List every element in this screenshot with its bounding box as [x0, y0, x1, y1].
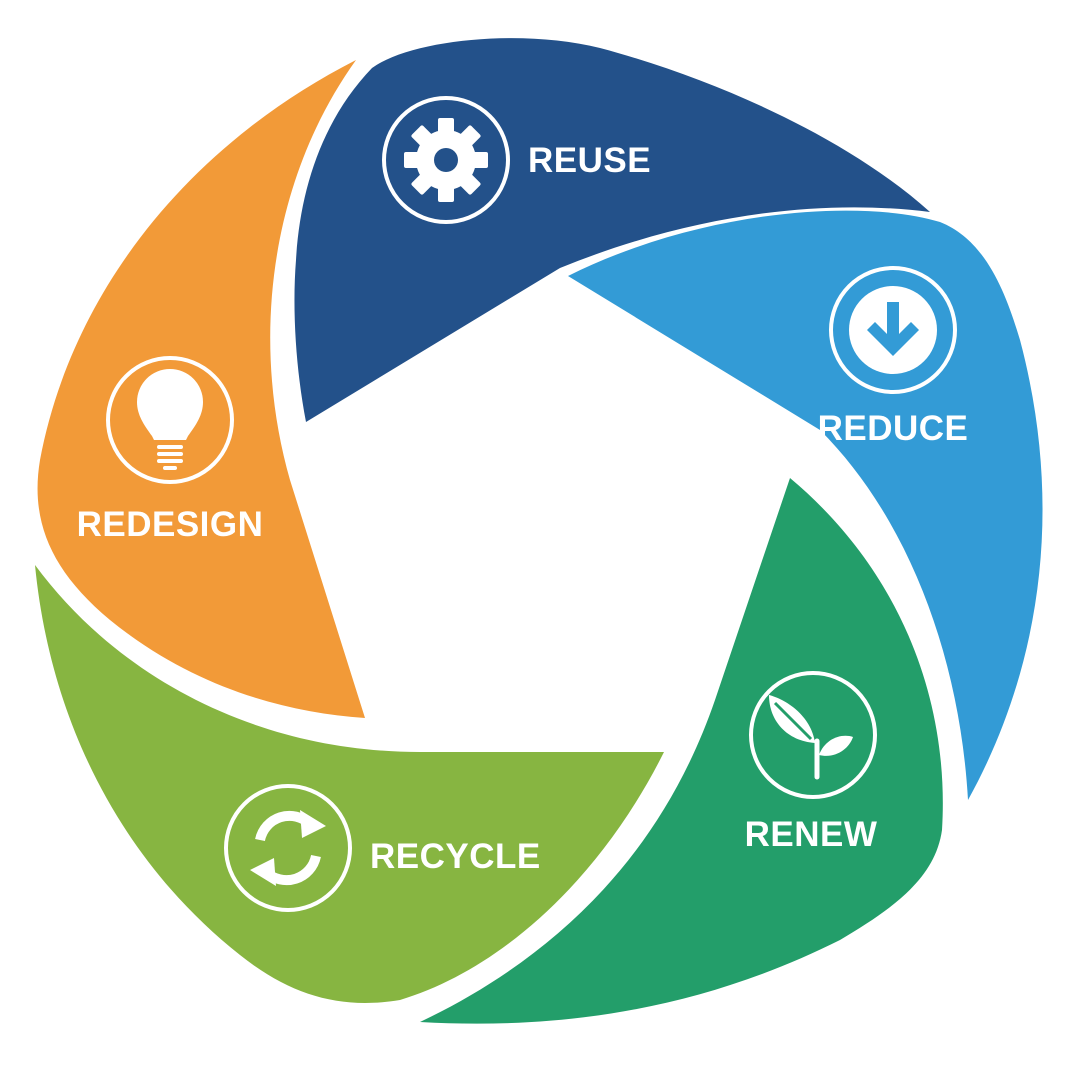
segment-redesign-shape [37, 60, 366, 718]
sprout-vein [773, 701, 813, 741]
segment-renew: RENEW [420, 478, 943, 1024]
segment-redesign-label: REDESIGN [77, 505, 264, 544]
recycle-icon [224, 784, 352, 912]
gear-hole [434, 148, 458, 172]
segment-recycle-shape [35, 565, 664, 1003]
sprout-icon [749, 671, 877, 799]
segment-reduce-label: REDUCE [818, 409, 969, 448]
segment-redesign: REDESIGN [37, 60, 366, 718]
segment-renew-shape [420, 478, 943, 1024]
gear-icon [382, 96, 510, 224]
down-arrow-icon [829, 266, 957, 394]
segment-recycle-label: RECYCLE [370, 837, 541, 876]
lightbulb-icon [106, 356, 234, 484]
segment-reuse-label: REUSE [528, 141, 651, 180]
segment-reuse: REUSE [294, 38, 931, 422]
segment-reduce: REDUCE [568, 210, 1043, 801]
segment-renew-label: RENEW [745, 815, 878, 854]
segment-recycle: RECYCLE [35, 565, 664, 1003]
down-arrow-glyph [867, 302, 919, 356]
